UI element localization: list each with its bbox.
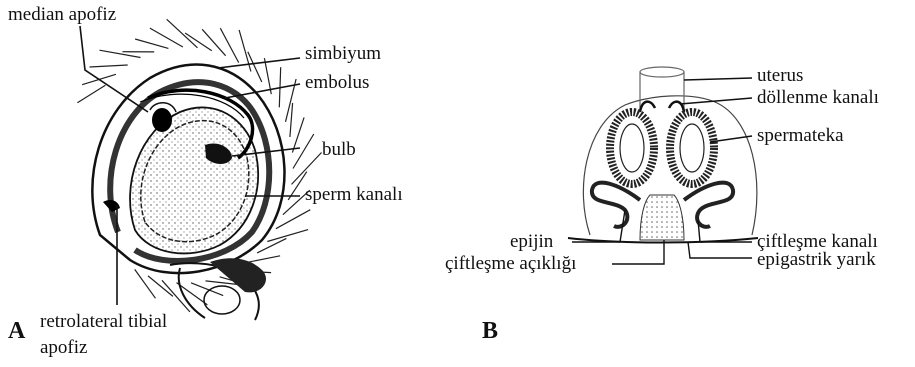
label-uterus: uterus — [757, 66, 803, 86]
palp-hair — [264, 58, 271, 94]
label-epigastrik-yarik: epigastrik yarık — [757, 250, 876, 270]
leader-uterus — [684, 78, 752, 80]
tibia-dark — [210, 258, 266, 292]
palp-hair — [276, 210, 310, 229]
fertilization-ducts — [640, 102, 684, 112]
label-apofiz: apofiz — [40, 338, 87, 358]
panel-b-letter: B — [482, 318, 498, 345]
palp-hair — [292, 117, 304, 152]
epigyne-plate — [640, 195, 684, 240]
palp-hair — [267, 230, 308, 242]
palp-hair — [246, 256, 281, 263]
palp-hair — [290, 103, 293, 137]
palp-hair — [135, 269, 156, 298]
uterus-top — [640, 67, 684, 77]
label-retrolateral-tibial: retrolateral tibial — [40, 312, 167, 332]
palp-hair — [206, 281, 238, 285]
palp-hair — [292, 153, 322, 185]
label-ciftlesme-acikligi: çiftleşme açıklığı — [445, 254, 576, 274]
label-bulb: bulb — [322, 140, 356, 160]
label-median-apofiz: median apofiz — [8, 5, 116, 25]
label-spermateka: spermateka — [757, 126, 844, 146]
label-sperm-kanali: sperm kanalı — [305, 185, 403, 205]
leader-epigastrik — [688, 242, 752, 258]
palp-hair — [202, 29, 225, 55]
label-embolus: embolus — [305, 73, 369, 93]
copulatory-duct-right — [684, 183, 733, 227]
median-apophysis — [152, 108, 172, 132]
copulatory-duct-left — [592, 183, 640, 227]
spermatheca-left-lumen — [620, 124, 644, 172]
tibia-joint — [204, 286, 240, 314]
palp-drawing — [77, 19, 321, 320]
epigyne-drawing — [568, 67, 758, 243]
palp-hair — [220, 28, 238, 62]
uterus-body — [640, 72, 684, 112]
palp-hair — [167, 19, 198, 48]
leader-simbiyum — [218, 58, 300, 68]
leader-ciftlesme-acikligi — [612, 240, 664, 264]
palp-hair — [77, 85, 105, 102]
label-simbiyum: simbiyum — [305, 44, 381, 64]
label-dollenme-kanali: döllenme kanalı — [757, 88, 879, 108]
panel-a-letter: A — [8, 318, 25, 345]
palp-hair — [162, 280, 190, 312]
spermatheca-right-lumen — [680, 124, 704, 172]
palp-hair — [90, 65, 128, 67]
palp-hair — [135, 39, 168, 48]
palp-hair — [191, 283, 223, 296]
label-epijin: epijin — [510, 232, 553, 252]
